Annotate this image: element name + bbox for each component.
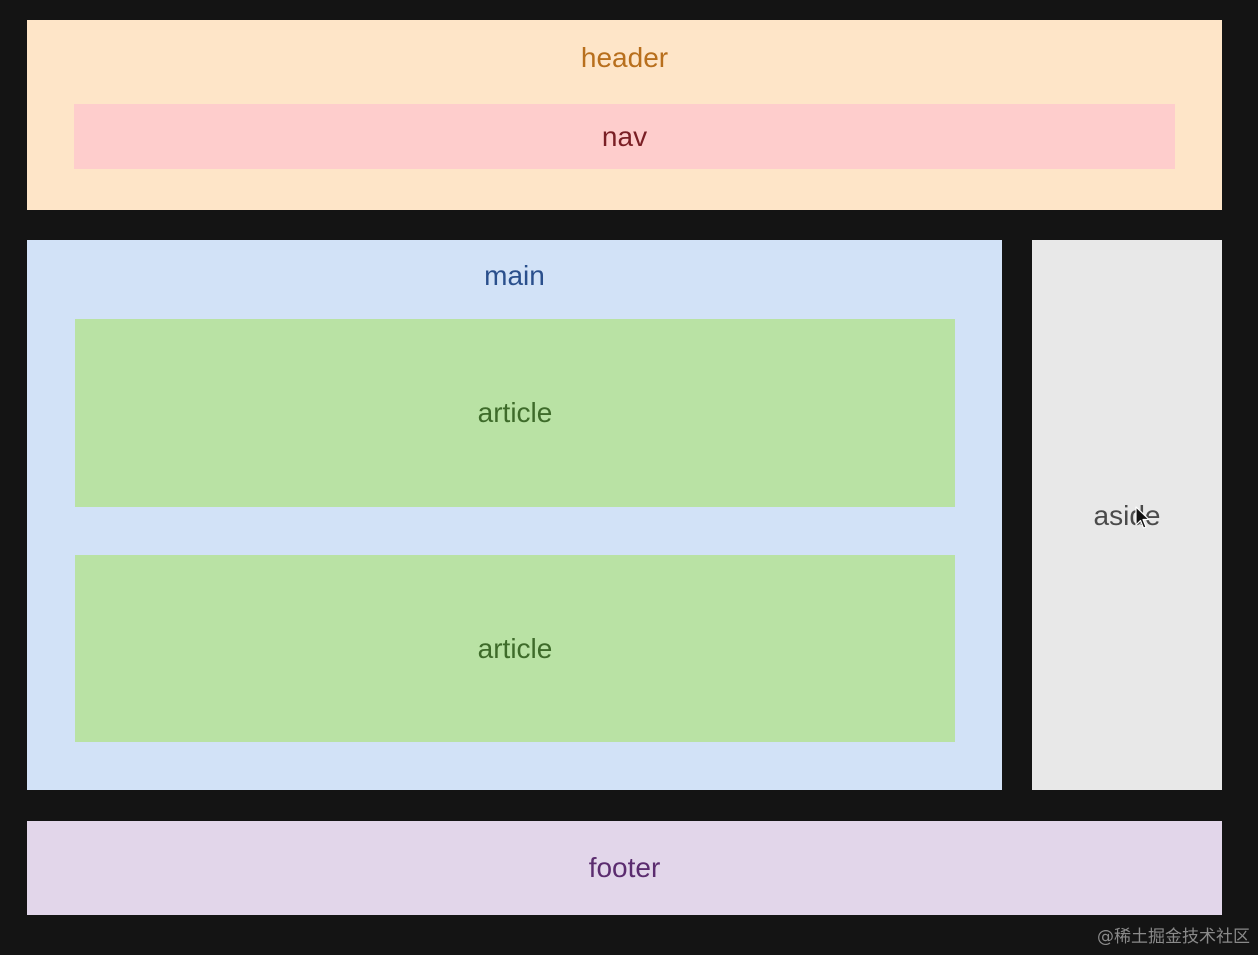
main-label: main — [484, 260, 545, 291]
aside-label: aside — [1093, 500, 1161, 531]
nav-region: nav — [74, 104, 1175, 169]
article-label-1: article — [477, 397, 553, 428]
footer-label: footer — [588, 852, 661, 883]
footer-region: footer — [27, 821, 1222, 915]
article-region-1: article — [75, 319, 955, 507]
article-label-2: article — [477, 632, 553, 664]
main-region: main article article — [27, 240, 1002, 790]
aside-region: aside — [1032, 240, 1222, 790]
watermark-text: @稀土掘金技术社区 — [1097, 927, 1250, 947]
header-label: header — [580, 42, 669, 73]
nav-label: nav — [601, 120, 648, 152]
header-region: header nav — [27, 20, 1222, 210]
article-region-2: article — [75, 555, 955, 742]
arrow-cursor-icon — [1135, 506, 1150, 529]
